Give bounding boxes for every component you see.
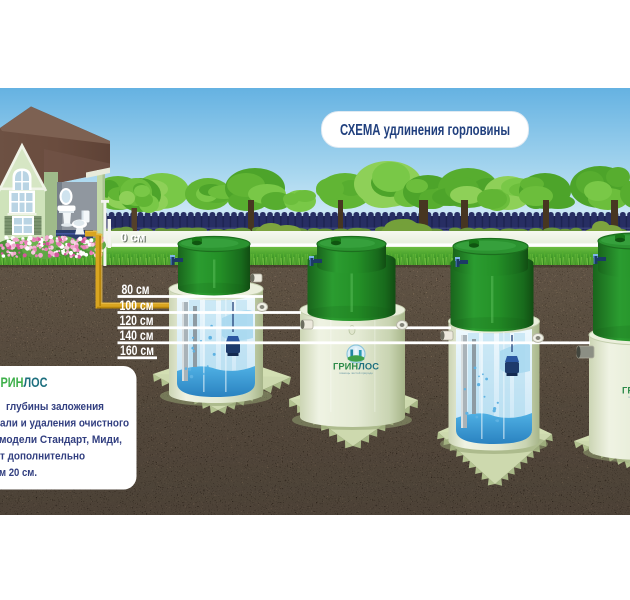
svg-text:помощь чистой природе: помощь чистой природе: [339, 371, 373, 375]
svg-text:120 см: 120 см: [120, 313, 154, 328]
svg-text:СХЕМА удлинения горловины: СХЕМА удлинения горловины: [340, 122, 510, 139]
svg-text:80 см: 80 см: [122, 282, 150, 297]
svg-text:0 см: 0 см: [122, 232, 147, 246]
svg-text:помощь чистой природе: помощь чистой природе: [628, 395, 630, 399]
svg-text:0 см: 0 см: [121, 231, 146, 245]
svg-text:ГРИНЛОС: ГРИНЛОС: [622, 386, 630, 396]
svg-text:али и удаления очистного: али и удаления очистного: [0, 418, 129, 430]
svg-text:100 см: 100 см: [120, 298, 154, 313]
svg-text:ГРИНЛОС: ГРИНЛОС: [333, 362, 379, 372]
svg-text:м 20 см.: м 20 см.: [0, 467, 37, 479]
svg-text:т дополнительно: т дополнительно: [0, 451, 85, 463]
svg-text:140 см: 140 см: [120, 328, 154, 343]
svg-text:глубины заложения: глубины заложения: [6, 401, 104, 413]
svg-text:модели Стандарт, Миди,: модели Стандарт, Миди,: [0, 434, 122, 446]
svg-text:160 см: 160 см: [120, 343, 154, 358]
svg-text:РИНЛОС: РИНЛОС: [1, 374, 48, 390]
